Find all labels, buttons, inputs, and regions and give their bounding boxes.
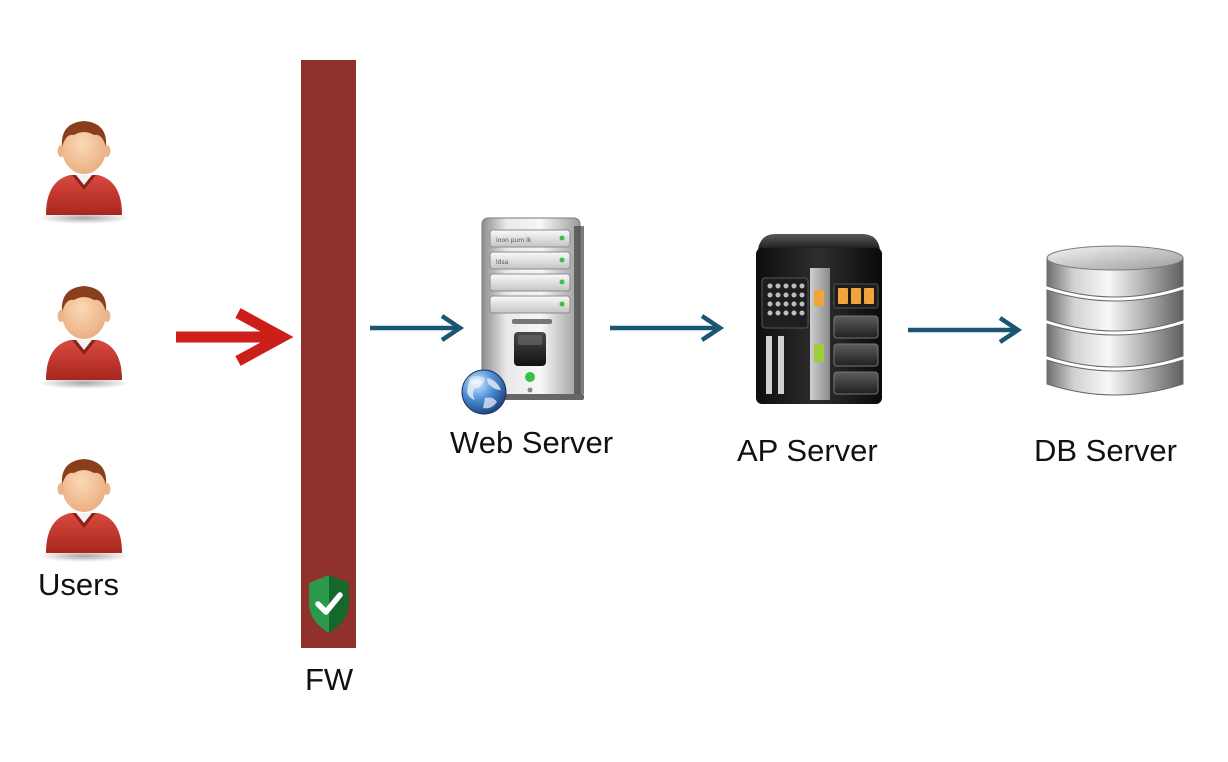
inbound-arrow xyxy=(176,308,294,366)
user-icon xyxy=(36,453,132,563)
slot-label-1: ioon pum lk xyxy=(496,237,532,244)
flow-arrow-fw-to-web xyxy=(370,314,465,342)
firewall-bar xyxy=(301,60,356,648)
firewall-label: FW xyxy=(305,662,354,697)
user-icon xyxy=(36,280,132,390)
db-server-label: DB Server xyxy=(1034,433,1177,468)
database-icon xyxy=(1044,244,1186,404)
globe-icon xyxy=(459,368,509,416)
users-label: Users xyxy=(38,567,119,602)
ap-server-label: AP Server xyxy=(737,433,878,468)
user-icon xyxy=(36,115,132,225)
slot-label-2: ldsa xyxy=(496,259,509,266)
application-server-icon xyxy=(752,232,886,408)
shield-check-icon xyxy=(305,573,353,635)
web-server-label: Web Server xyxy=(450,425,614,460)
flow-arrow-web-to-ap xyxy=(610,314,725,342)
flow-arrow-ap-to-db xyxy=(908,316,1023,344)
server-tower-icon: ioon pum lk ldsa xyxy=(478,217,588,408)
